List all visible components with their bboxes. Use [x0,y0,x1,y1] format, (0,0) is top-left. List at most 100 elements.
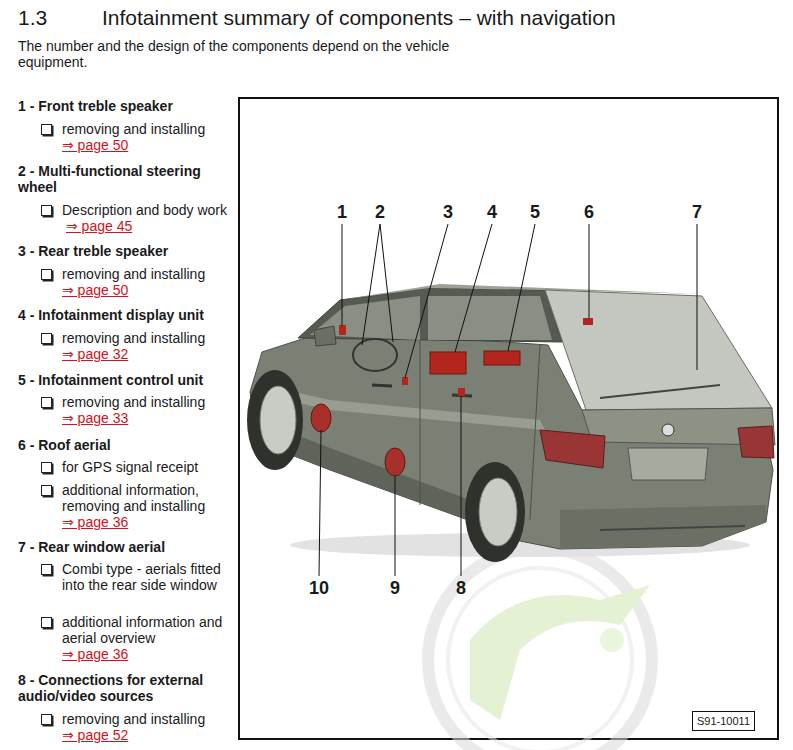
bumper-line [600,526,745,530]
intro-text: The number and the design of the compone… [18,38,463,70]
leader-line [405,224,448,378]
sub-item: Description and body work⇒ page 45 [62,202,227,234]
callout-number: 10 [302,578,336,599]
leader-line [342,224,343,326]
page-link: ⇒ page 50 [62,282,227,298]
av-connection [458,388,465,396]
checkbox-bullet [41,205,52,216]
checkbox-bullet [41,485,52,496]
page-link: ⇒ page 50 [62,137,227,153]
callout-number: 7 [680,202,714,223]
callout-number: 6 [572,202,606,223]
leader-line [319,430,321,576]
item-heading: 7 - Rear window aerial [18,539,230,555]
door-line [530,345,540,520]
page-link: ⇒ page 33 [62,410,227,426]
sub-item: for GPS signal receipt [62,459,227,475]
sub-item: additional information and aerial overvi… [62,614,227,662]
callout-number: 2 [363,202,397,223]
sub-item-text: removing and installing [62,121,227,137]
item-heading: 3 - Rear treble speaker [18,243,230,259]
item-heading: 5 - Infotainment control unit [18,372,230,388]
checkbox-bullet [41,462,52,473]
checkbox-bullet [41,617,52,628]
checkbox-bullet [41,397,52,408]
page-link: ⇒ page 36 [62,514,227,530]
figure-id: S91-10011 [697,712,750,730]
sub-item: removing and installing⇒ page 50 [62,266,227,298]
steering-wheel [353,339,397,371]
wheel-rim [260,386,296,454]
sub-item-text: additional information, removing and ins… [62,482,227,514]
body-highlight [262,385,545,430]
speaker [385,448,405,476]
checkbox-bullet [41,269,52,280]
side-mirror [314,326,336,346]
figure-id-box: S91-10011 [692,711,755,731]
leader-line [395,476,396,576]
callout-number: 9 [378,578,412,599]
leader-line [362,224,380,345]
sub-item-text: removing and installing [62,330,227,346]
sub-item: removing and installing⇒ page 52 [62,711,227,743]
leader-line [508,224,535,351]
page-link: ⇒ page 52 [62,727,227,743]
watermark-arrow [470,585,650,720]
item-heading: 6 - Roof aerial [18,437,230,453]
badge [662,424,674,436]
wheel-rim [479,478,517,546]
checkbox-bullet [41,124,52,135]
callout-number: 8 [444,578,478,599]
rear-wiper [600,385,720,398]
callout-number: 3 [431,202,465,223]
leader-line [455,224,492,352]
leader-line [380,224,393,342]
car-cabin [298,288,562,342]
display-unit [430,352,466,374]
door-handle [372,385,392,386]
bumper [560,505,766,549]
page-title: Infotainment summary of components – wit… [102,6,616,30]
item-heading: 1 - Front treble speaker [18,98,230,114]
rear-wheel [465,462,525,562]
section-number: 1.3 [18,6,47,30]
sub-item-text: removing and installing [62,711,227,727]
watermark-logo [428,548,652,750]
callout-number: 5 [518,202,552,223]
speaker [311,404,331,432]
control-unit [484,351,520,365]
checkbox-bullet [41,333,52,344]
sub-item-text: additional information and aerial overvi… [62,614,227,646]
page-link: ⇒ page 32 [62,346,227,362]
door-line [420,340,421,505]
sub-item-text: for GPS signal receipt [62,459,227,475]
page-link: ⇒ page 36 [62,646,227,662]
treble-speaker [339,325,346,335]
sub-item: additional information, removing and ins… [62,482,227,530]
plate-recess [628,448,708,480]
checkbox-bullet [41,714,52,725]
sub-item: removing and installing⇒ page 32 [62,330,227,362]
leader-line [697,224,698,370]
sub-item-text: Description and body work [62,202,227,218]
item-heading: 2 - Multi-functional steering wheel [18,163,230,195]
side-window [428,296,552,340]
item-heading: 4 - Infotainment display unit [18,307,230,323]
rear-treble-speaker [402,377,408,385]
rear-window [545,290,772,410]
sub-item: removing and installing⇒ page 33 [62,394,227,426]
tail-light [540,430,605,468]
callout-number: 4 [475,202,509,223]
tail-light [738,426,774,458]
leader-line [589,224,590,318]
sub-item-text: Combi type - aerials fitted into the rea… [62,561,227,593]
watermark-ring [428,548,652,750]
checkbox-bullet [41,564,52,575]
page-link: ⇒ page 45 [66,218,132,234]
callout-number: 1 [325,202,359,223]
roof-aerial [583,318,593,325]
sub-item-text: removing and installing [62,394,227,410]
front-wheel [247,370,303,470]
watermark-dot [600,628,624,652]
leader-line [461,396,462,576]
